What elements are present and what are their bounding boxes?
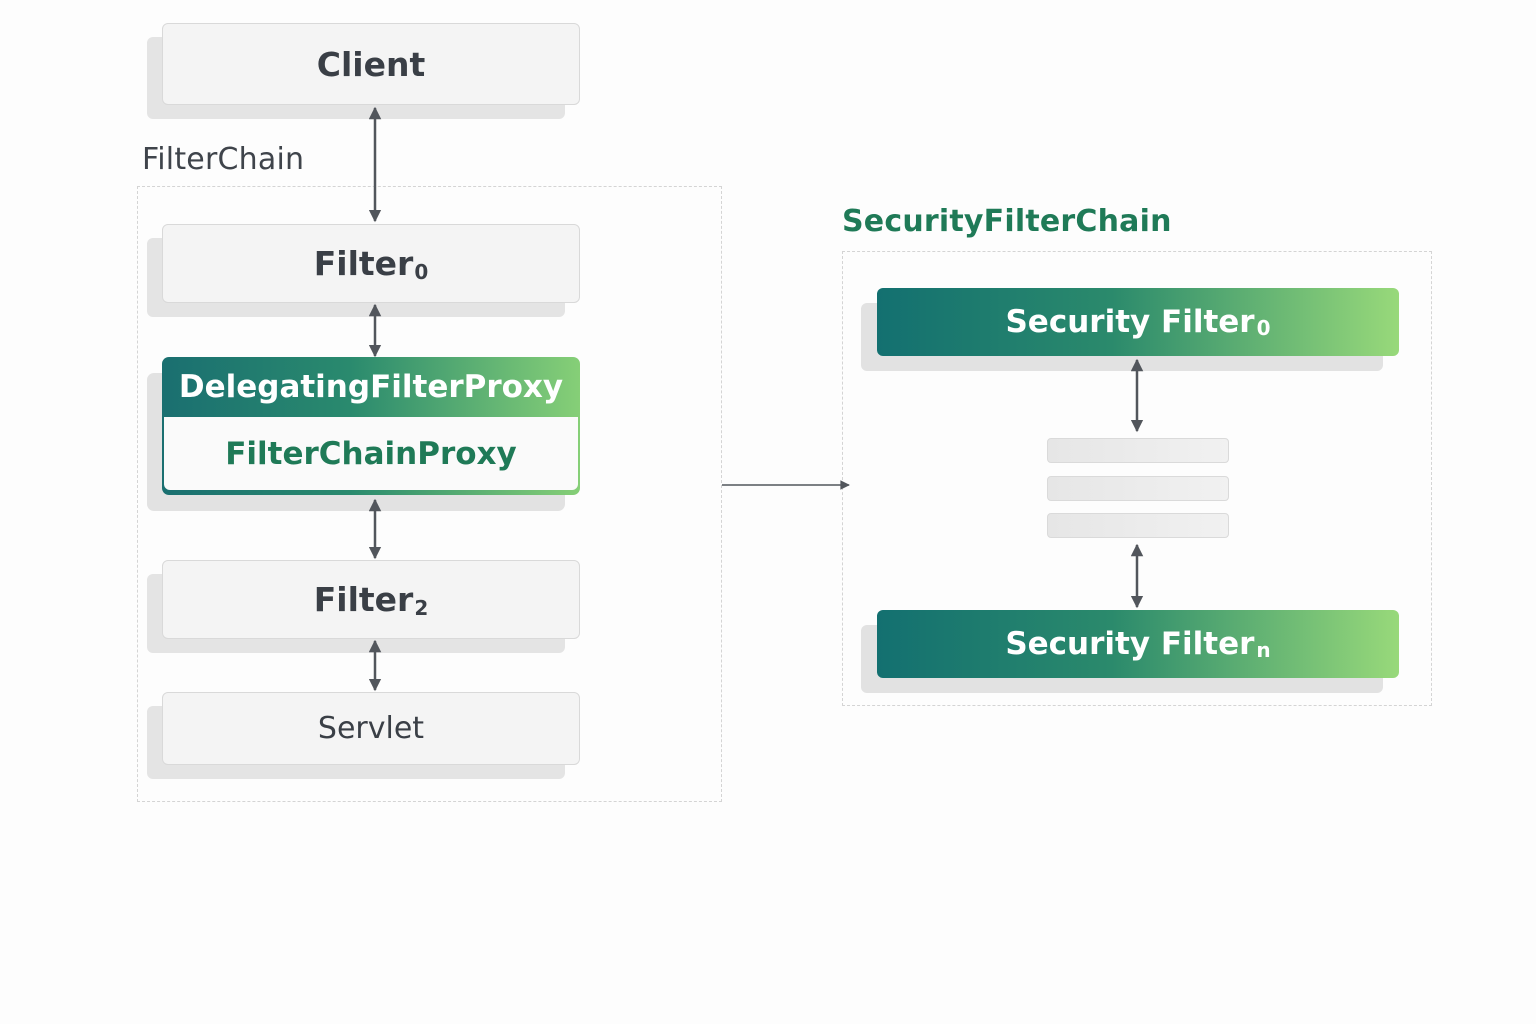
servlet-label: Servlet: [317, 711, 425, 746]
placeholder-filter-bar: [1047, 513, 1229, 538]
placeholder-filter-bar: [1047, 438, 1229, 463]
filter-chain-group: [137, 186, 722, 802]
filter-chain-title: FilterChain: [142, 142, 305, 177]
filter-0-subscript: 0: [414, 260, 429, 284]
client-label: Client: [316, 44, 426, 84]
placeholder-filter-bar: [1047, 476, 1229, 501]
filter-0-label: Filter: [313, 244, 414, 283]
security-filter-chain-title-text: SecurityFilterChain: [842, 204, 1172, 239]
security-filter-n-label: Security Filter: [1005, 626, 1255, 662]
security-filter-n-subscript: n: [1256, 638, 1271, 662]
filter-0-node: Filter0: [162, 224, 580, 303]
security-filter-chain-title: SecurityFilterChain: [842, 204, 1172, 239]
security-filter-chain-group: [842, 251, 1432, 706]
security-filter-0-subscript: 0: [1256, 316, 1271, 340]
security-filter-0-label: Security Filter: [1005, 304, 1255, 340]
servlet-node: Servlet: [162, 692, 580, 765]
delegating-filter-proxy-label: DelegatingFilterProxy: [178, 369, 564, 405]
filter-2-label: Filter: [313, 580, 414, 619]
client-node: Client: [162, 23, 580, 105]
filter-chain-proxy-label: FilterChainProxy: [164, 417, 578, 490]
filter-2-subscript: 2: [414, 596, 429, 620]
delegating-filter-proxy-node: DelegatingFilterProxy FilterChainProxy: [162, 357, 580, 495]
filter-2-node: Filter2: [162, 560, 580, 639]
